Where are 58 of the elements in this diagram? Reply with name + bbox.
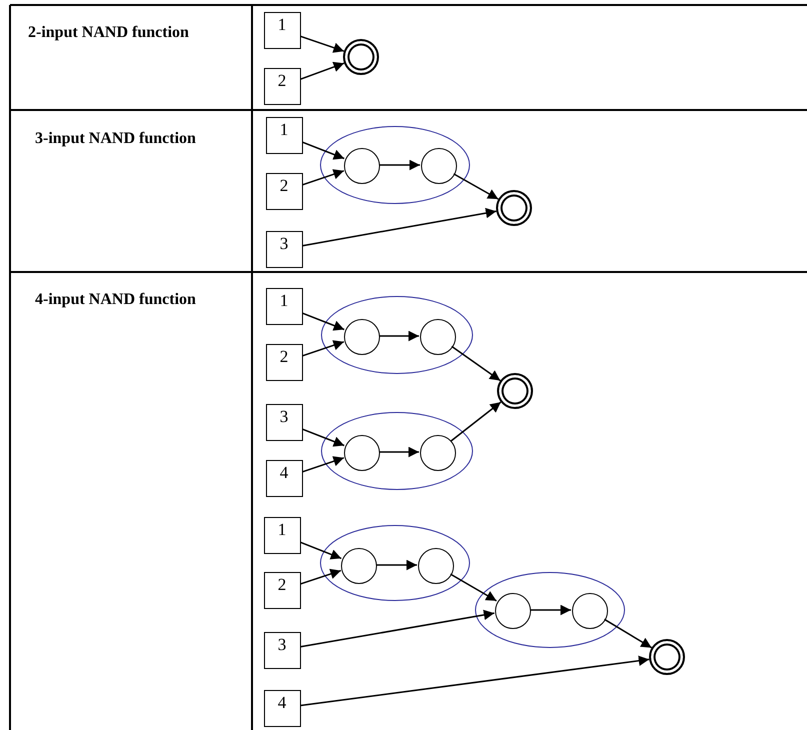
arrow [379,330,419,342]
row-heading: 4-input NAND function [35,291,196,309]
input-box: 2 [264,68,300,104]
arrow [530,604,571,616]
input-box: 4 [266,460,302,496]
arrow [450,573,497,602]
double-circle [649,639,685,675]
state-circle [421,148,457,184]
arrow [379,446,419,458]
arrow [302,340,344,357]
arrow [300,568,342,585]
double-circle [343,39,379,75]
input-box: 3 [264,632,300,668]
input-box: 2 [266,344,302,380]
group-ellipse [320,126,470,204]
input-box: 2 [266,172,302,210]
state-circle [495,593,531,629]
state-circle [420,435,456,471]
group-ellipse [475,572,625,648]
group-ellipse [320,525,470,601]
arrow [451,346,501,382]
double-circle [496,190,532,226]
input-box: 1 [266,288,302,324]
arrow [302,428,344,447]
arrow [302,142,344,160]
state-circle [341,548,377,584]
input-box: 4 [264,690,300,726]
row-heading: 3-input NAND function [35,130,196,148]
arrow [300,610,494,648]
input-box: 2 [264,572,300,608]
arrow [300,656,650,706]
arrow [302,169,344,186]
arrow [302,456,344,473]
arrow [302,312,344,331]
state-circle [418,548,454,584]
arrow [302,208,496,246]
input-box: 1 [264,12,300,48]
arrow [604,618,652,648]
row-heading: 2-input NAND function [28,24,189,42]
state-circle [420,319,456,355]
state-circle [344,319,380,355]
state-circle [344,148,380,184]
input-box: 1 [266,116,302,154]
group-ellipse [321,296,473,374]
state-circle [572,593,608,629]
arrow [450,402,502,442]
arrow [376,560,417,570]
arrow [300,36,344,53]
arrow [300,542,342,560]
double-circle [497,373,533,409]
arrow [379,160,420,170]
input-box: 3 [266,230,302,268]
input-box: 1 [264,516,300,554]
arrow [300,62,344,80]
group-ellipse [321,412,473,490]
state-circle [344,435,380,471]
arrow [453,173,499,200]
input-box: 3 [266,404,302,440]
